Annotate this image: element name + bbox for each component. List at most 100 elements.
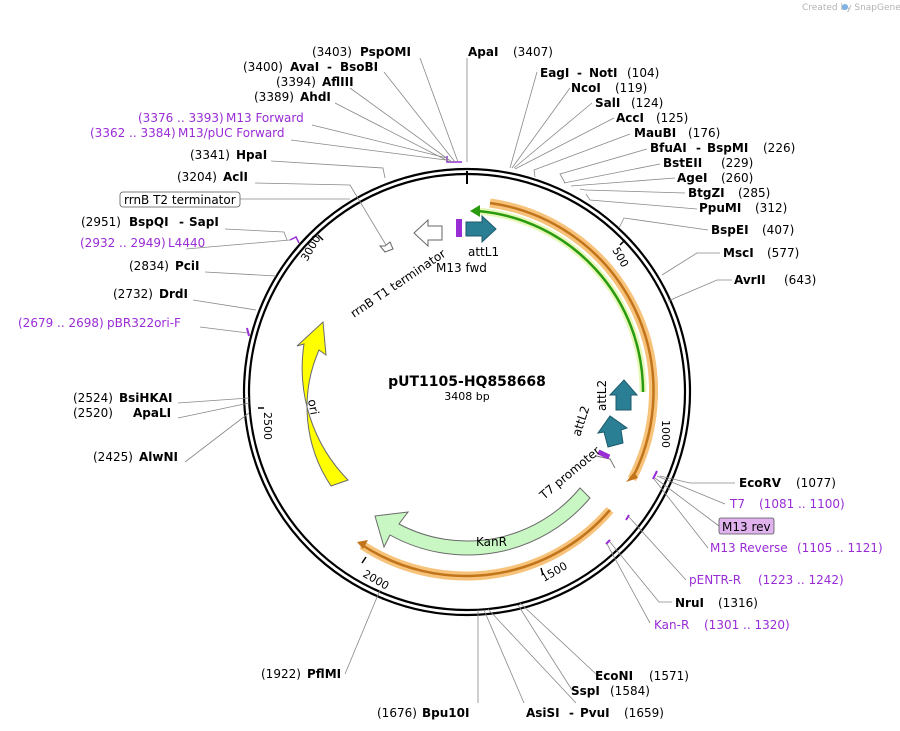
enzyme-econi: EcoNI (1571): [595, 669, 689, 683]
orf2-arc-head: [357, 540, 368, 549]
enzyme-name-2: NotI: [589, 66, 618, 80]
enzyme-name: EagI: [540, 66, 569, 80]
primer-name: T7: [729, 497, 745, 511]
enzyme-pflmi: (1922) PflMI: [261, 667, 341, 681]
enzyme-name: BfuAI: [650, 141, 687, 155]
enzyme-bpu10i: (1676) Bpu10I: [377, 706, 469, 720]
enzyme-name-2: BsoBI: [340, 60, 378, 74]
enzyme-avai-bsobi: (3400) AvaI - BsoBI: [243, 60, 378, 74]
enzyme-sali: SalI (124): [595, 96, 663, 110]
rrnb-t2-terminator-callout: rrnB T2 terminator: [119, 191, 241, 208]
enzyme-position: (3389): [254, 90, 294, 104]
enzyme-position: (2834): [129, 259, 169, 273]
leader-lines: [177, 57, 735, 704]
enzyme-position: (3394): [276, 75, 316, 89]
attl1-feature: [465, 214, 497, 244]
primer-range: (3362 .. 3384): [90, 126, 176, 140]
enzyme-position: (104): [627, 66, 659, 80]
enzyme-position: (124): [631, 96, 663, 110]
enzyme-bspqi-sapi: (2951) BspQI - SapI: [81, 215, 219, 229]
primer-range: (1105 .. 1121): [797, 541, 883, 555]
enzyme-name-2: PvuI: [580, 706, 610, 720]
enzyme-separator: -: [696, 141, 701, 155]
primer-t7: T7 (1081 .. 1100): [729, 497, 845, 511]
enzyme-drdi: (2732) DrdI: [113, 287, 188, 301]
backbone-outer-ring: [242, 167, 692, 617]
enzyme-name: PpuMI: [699, 201, 741, 215]
enzyme-separator: -: [179, 215, 184, 229]
enzyme-name: EcoNI: [595, 669, 633, 683]
enzyme-separator: -: [569, 706, 574, 720]
snapgene-logo-icon: [842, 4, 848, 10]
enzyme-name: AvrII: [734, 273, 766, 287]
enzyme-separator: -: [577, 66, 582, 80]
enzyme-position: (577): [767, 246, 799, 260]
enzyme-position: (125): [656, 111, 688, 125]
enzyme-acli: (3204) AclI: [177, 170, 248, 184]
enzyme-position: (229): [721, 156, 753, 170]
m13fwd-label: M13 fwd: [436, 261, 487, 275]
enzyme-ncoi: NcoI (119): [571, 81, 647, 95]
primer-name: pENTR-R: [689, 573, 741, 587]
tick-label: 500: [609, 245, 631, 270]
primer-name: M13/pUC Forward: [178, 126, 285, 140]
primer-name: pBR322ori-F: [107, 316, 181, 330]
enzyme-pcii: (2834) PciI: [129, 259, 200, 273]
primer-name: Kan-R: [654, 618, 689, 632]
t7-promoter-feature: [595, 455, 616, 469]
tick-mark: [619, 239, 626, 246]
rrnb-t1-label: rrnB T1 terminator: [348, 246, 448, 320]
enzyme-pspomi: (3403) PspOMI: [312, 45, 411, 59]
enzyme-apai: ApaI (3407): [468, 45, 553, 59]
primer-labels: (3376 .. 3393) M13 Forward (3362 .. 3384…: [18, 111, 883, 632]
kanr-label: KanR: [476, 535, 507, 549]
attl2-feature-a: [608, 379, 639, 411]
primer-name: M13 Reverse: [710, 541, 788, 555]
primer-name: L4440: [168, 236, 205, 250]
enzyme-name: BsiHKAI: [119, 391, 173, 405]
enzyme-position: (285): [738, 186, 770, 200]
enzyme-position: (3403): [312, 45, 352, 59]
enzyme-name: AlwNI: [139, 450, 178, 464]
enzyme-name-2: SapI: [189, 215, 219, 229]
enzyme-position: (2520): [73, 406, 113, 420]
primer-m13-forward: (3376 .. 3393) M13 Forward: [138, 111, 304, 125]
orf2-arc: [361, 509, 611, 578]
enzyme-position: (2951): [81, 215, 121, 229]
enzyme-name: PflMI: [307, 667, 341, 681]
primer-mark-l4440: [289, 235, 300, 244]
enzyme-afliii: (3394) AflIII: [276, 75, 354, 89]
enzyme-position: (1571): [649, 669, 689, 683]
ori-feature: [296, 320, 349, 487]
enzyme-position: (3407): [513, 45, 553, 59]
primer-mark-pentr: [625, 514, 630, 521]
primer-range: (2932 .. 2949): [80, 236, 166, 250]
enzyme-eagi-noti: EagI - NotI (104): [540, 66, 659, 80]
primer-name: M13 Forward: [226, 111, 304, 125]
enzyme-position: (3341): [190, 148, 230, 162]
enzyme-name-2: BspMI: [707, 141, 748, 155]
enzyme-labels: (3403) PspOMI ApaI (3407) (3400) AvaI - …: [73, 45, 836, 720]
tick-label: 1000: [659, 420, 672, 448]
enzyme-position: (1922): [261, 667, 301, 681]
tick-mark: [317, 234, 324, 241]
primer-mark-pbr322ori: [246, 327, 250, 337]
enzyme-separator: -: [327, 60, 332, 74]
enzyme-position: (2425): [93, 450, 133, 464]
orf-arc: [489, 201, 655, 480]
enzyme-position: (1316): [718, 596, 758, 610]
rrnb-t1-feature: [413, 218, 443, 248]
enzyme-position: (3400): [243, 60, 283, 74]
rrnb-t2-label: rrnB T2 terminator: [124, 193, 236, 207]
enzyme-name: EcoRV: [739, 476, 782, 490]
enzyme-name: AflIII: [322, 75, 354, 89]
enzyme-position: (1077): [796, 476, 836, 490]
enzyme-position: (312): [755, 201, 787, 215]
enzyme-bsihkai: (2524) BsiHKAI: [73, 391, 173, 405]
enzyme-name: BspEI: [711, 223, 749, 237]
enzyme-position: (3204): [177, 170, 217, 184]
enzyme-name: AgeI: [677, 171, 707, 185]
primer-mark-t7: [652, 470, 658, 480]
enzyme-position: (1659): [624, 706, 664, 720]
enzyme-name: AhdI: [300, 90, 331, 104]
